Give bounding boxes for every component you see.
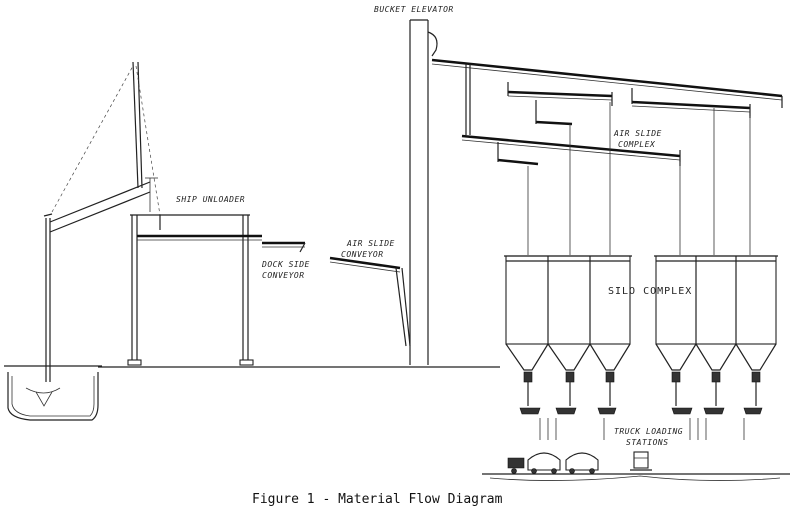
label-air-slide-conveyor-1: AIR SLIDE (346, 239, 395, 248)
truck-loading-area (482, 451, 790, 481)
air-slide-conveyor (329, 256, 411, 347)
loading-spouts (504, 255, 778, 440)
bucket-elevator (409, 19, 438, 365)
label-air-slide-complex-2: COMPLEX (618, 140, 656, 149)
ship-unloader-boom (43, 61, 161, 382)
figure-caption: Figure 1 - Material Flow Diagram (252, 492, 503, 507)
label-truck-loading-1: TRUCK LOADING (614, 427, 683, 436)
label-bucket-elevator: BUCKET ELEVATOR (374, 5, 454, 14)
label-dock-side-2: CONVEYOR (262, 271, 305, 280)
silo-complex (505, 255, 777, 371)
label-air-slide-conveyor-2: CONVEYOR (341, 250, 384, 259)
label-dock-side-1: DOCK SIDE (261, 260, 310, 269)
air-slide-complex (431, 58, 783, 255)
label-silo-complex: SILO COMPLEX (608, 286, 692, 297)
dock-side-conveyor (262, 241, 306, 253)
label-truck-loading-2: STATIONS (626, 438, 669, 447)
label-ship-unloader: SHIP UNLOADER (176, 195, 245, 204)
label-air-slide-complex-1: AIR SLIDE (613, 129, 662, 138)
ship-hull (4, 365, 102, 421)
gantry-frame (127, 214, 262, 366)
